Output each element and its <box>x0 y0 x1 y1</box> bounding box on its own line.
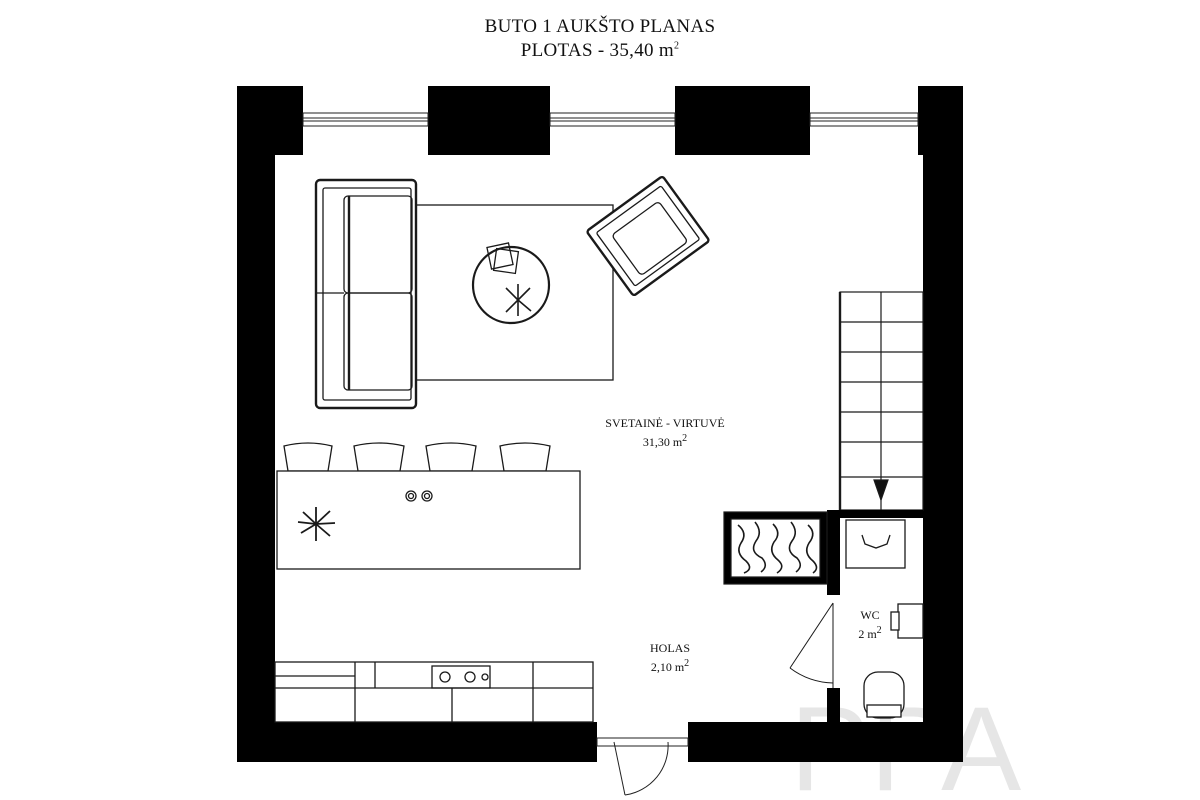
wc-door <box>789 602 834 688</box>
armchair <box>586 176 710 296</box>
plant-on-island <box>297 507 336 541</box>
windows <box>302 112 919 127</box>
wall-right <box>923 86 963 762</box>
room-area-living-sup: 2 <box>682 433 688 444</box>
wall-top-pier-center-left <box>428 86 550 155</box>
walls <box>237 86 963 762</box>
bar-stools <box>283 442 551 472</box>
kitchen-island <box>276 470 581 570</box>
room-area-hall-value: 2,10 m <box>650 660 685 674</box>
cooktop <box>431 665 491 689</box>
sofa <box>314 178 418 410</box>
room-name-living: SVETAINĖ - VIRTUVĖ <box>605 416 725 430</box>
window-1 <box>302 112 429 127</box>
wall-bottom-left <box>237 722 597 762</box>
room-area-wc-value: 2 m <box>858 627 877 641</box>
room-area-wc: 2 m2 <box>840 623 900 642</box>
room-label-wc: WC 2 m2 <box>840 608 900 642</box>
bar-stool <box>283 442 333 472</box>
coffee-table <box>471 242 551 325</box>
wall-bottom-right <box>688 722 963 762</box>
window-3 <box>809 112 919 127</box>
plan-title: BUTO 1 AUKŠTO PLANAS <box>484 16 716 37</box>
wall-top-pier-center-right <box>675 86 810 155</box>
towel-radiator <box>897 603 924 639</box>
staircase <box>838 291 924 511</box>
bar-stool <box>353 442 405 472</box>
window-2 <box>549 112 676 127</box>
room-label-living: SVETAINĖ - VIRTUVĖ 31,30 m2 <box>585 416 745 450</box>
bar-stool <box>425 442 477 472</box>
bar-stool <box>499 442 551 472</box>
room-label-hall: HOLAS 2,10 m2 <box>620 641 720 675</box>
plan-total-area-unit-sup: 2 <box>673 40 680 52</box>
plan-total-area-value: PLOTAS - 35,40 m <box>520 40 674 61</box>
washbasin <box>845 519 906 569</box>
wc-fixtures <box>845 519 924 719</box>
room-area-living: 31,30 m2 <box>585 431 745 450</box>
plan-total-area: PLOTAS - 35,40 m2 <box>0 40 1200 62</box>
room-name-hall: HOLAS <box>649 641 690 655</box>
wall-top-pier-left <box>237 86 303 155</box>
room-area-hall-sup: 2 <box>684 658 690 669</box>
shoe-cabinet <box>723 511 828 585</box>
room-area-hall: 2,10 m2 <box>620 656 720 675</box>
room-name-wc: WC <box>860 608 880 622</box>
kitchen-counter <box>274 661 594 723</box>
wall-top-pier-right <box>918 86 963 155</box>
stair-direction-arrow <box>873 479 889 502</box>
room-area-living-value: 31,30 m <box>642 435 683 449</box>
room-area-wc-sup: 2 <box>876 625 882 636</box>
living-furniture <box>274 176 710 723</box>
wc-partition <box>827 510 923 722</box>
wall-left <box>237 86 275 762</box>
entrance-door <box>596 737 689 796</box>
